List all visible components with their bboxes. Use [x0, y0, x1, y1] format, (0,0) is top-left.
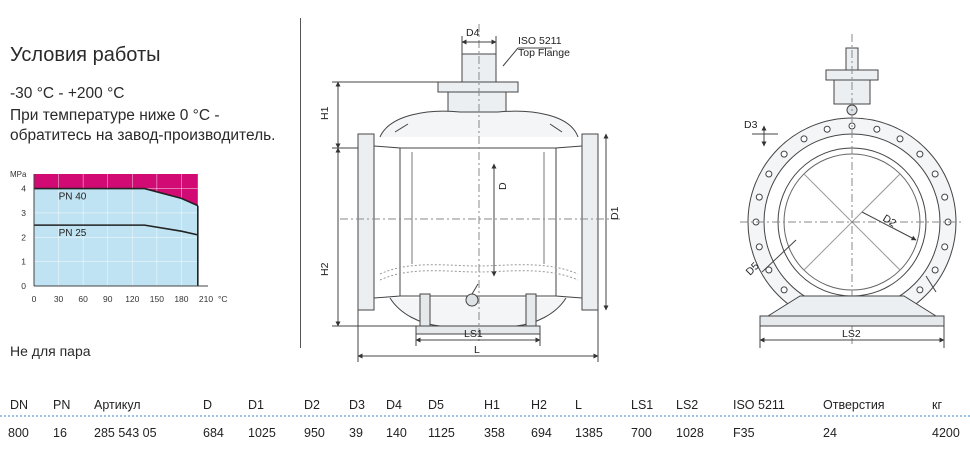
bolt-hole — [931, 266, 939, 274]
y-axis-label: MPa — [10, 170, 27, 179]
x-tick-label: 90 — [103, 294, 113, 304]
table-cell: 800 — [8, 426, 29, 440]
bolt-hole — [765, 170, 773, 178]
x-tick-label: 120 — [125, 294, 139, 304]
low-temp-note-line1: При температуре ниже 0 °C - — [10, 107, 220, 124]
table-cell: 24 — [823, 426, 837, 440]
label-h2: H2 — [320, 262, 331, 276]
section-title: Условия работы — [10, 44, 161, 66]
series-line-1 — [34, 224, 198, 236]
bolt-hole — [941, 193, 949, 201]
table-header-cell: D2 — [304, 398, 320, 412]
valve-technical-drawing: D4 ISO 5211 Top Flange H1 H2 D D1 LS1 L … — [320, 24, 964, 362]
bolt-hole — [823, 125, 831, 133]
table-header-cell: LS1 — [631, 398, 654, 412]
table-cell: 1385 — [575, 426, 603, 440]
table-header-cell: H2 — [531, 398, 547, 412]
series-label: PN 40 — [59, 192, 87, 203]
bolt-hole — [916, 286, 924, 294]
table-cell: 285 543 05 — [94, 426, 157, 440]
label-l: L — [474, 344, 480, 356]
label-d3: D3 — [744, 119, 758, 131]
table-cell: 140 — [386, 426, 407, 440]
valve-front-view — [740, 34, 964, 348]
table-header-cell: D4 — [386, 398, 402, 412]
divider-line — [300, 18, 301, 348]
table-cell: 1125 — [428, 426, 455, 440]
bolt-hole — [873, 125, 881, 133]
bolt-hole — [755, 193, 763, 201]
series-line-0 — [34, 187, 199, 207]
bolt-hole — [941, 243, 949, 251]
table-header-cell: D1 — [248, 398, 264, 412]
table-cell: 4200 — [932, 426, 960, 440]
pressure-temperature-chart: PN 40 PN 25 0 30 60 90 120 150 180 210 0 1 2 3 4 MPa °C — [10, 170, 228, 304]
label-iso-5211: ISO 5211 — [518, 35, 562, 47]
table-header-cell: LS2 — [676, 398, 699, 412]
table-cell: 694 — [531, 426, 552, 440]
label-d: D — [497, 182, 509, 190]
y-tick-label: 3 — [21, 208, 26, 218]
table-header-cell: H1 — [484, 398, 500, 412]
label-ls2: LS2 — [842, 328, 861, 340]
table-cell: 950 — [304, 426, 325, 440]
label-d1: D1 — [609, 206, 621, 220]
bolt-hole — [931, 170, 939, 178]
label-ls1: LS1 — [464, 328, 483, 340]
table-header-cell: D5 — [428, 398, 444, 412]
x-tick-label: 210 — [199, 294, 213, 304]
x-tick-label: 150 — [150, 294, 164, 304]
x-tick-label: 0 — [32, 294, 37, 304]
table-separator — [0, 415, 970, 417]
table-header-cell: D3 — [349, 398, 365, 412]
table-header-cell: Отверстия — [823, 398, 885, 412]
table-header-cell: L — [575, 398, 582, 412]
label-top-flange: Top Flange — [518, 47, 570, 59]
y-tick-label: 1 — [21, 257, 26, 267]
table-cell: 16 — [53, 426, 67, 440]
x-tick-label: 180 — [174, 294, 188, 304]
bolt-hole — [755, 243, 763, 251]
bolt-hole — [896, 135, 904, 143]
table-cell: 358 — [484, 426, 505, 440]
y-tick-label: 2 — [21, 232, 26, 242]
series-label: PN 25 — [59, 228, 87, 239]
table-header-cell: DN — [10, 398, 29, 412]
table-header-cell: D — [203, 398, 213, 412]
table-header-cell: Артикул — [94, 398, 141, 412]
y-tick-label: 4 — [21, 184, 26, 194]
label-h1: H1 — [320, 106, 331, 120]
bolt-hole — [916, 150, 924, 158]
bolt-hole — [780, 150, 788, 158]
y-tick-label: 0 — [21, 281, 26, 291]
x-tick-label: 60 — [78, 294, 88, 304]
table-cell: F35 — [733, 426, 755, 440]
temperature-range: -30 °C - +200 °C — [10, 85, 125, 102]
steam-note: Не для пара — [10, 343, 91, 359]
table-cell: 1025 — [248, 426, 276, 440]
table-header-cell: PN — [53, 398, 71, 412]
table-header-cell: кг — [932, 398, 943, 412]
bolt-hole — [780, 286, 788, 294]
label-d4: D4 — [466, 27, 480, 39]
bolt-hole — [800, 135, 808, 143]
low-temp-note-line2: обратитесь на завод-производитель. — [10, 127, 276, 144]
table-cell: 1028 — [676, 426, 704, 440]
x-tick-label: 30 — [54, 294, 64, 304]
x-axis-unit-label: °C — [218, 294, 228, 304]
bolt-hole — [765, 266, 773, 274]
table-cell: 700 — [631, 426, 652, 440]
valve-side-view — [332, 24, 620, 362]
table-cell: 39 — [349, 426, 363, 440]
table-header-cell: ISO 5211 — [733, 398, 785, 412]
table-cell: 684 — [203, 426, 224, 440]
